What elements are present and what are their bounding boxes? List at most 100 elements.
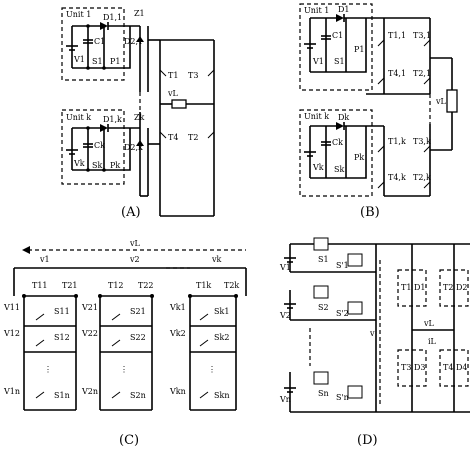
panel-a-switch-t4: T4 <box>168 133 178 142</box>
panel-a-unit1-d: D1,1 <box>103 13 122 22</box>
panel-c-cell2-t2: T22 <box>138 281 154 290</box>
panel-b-load-resistor <box>446 89 458 113</box>
panel-a-unitk-v: Vk <box>73 159 85 168</box>
panel-a-unit1-box <box>61 7 125 81</box>
panel-c-cell2-v1: V21 <box>81 303 98 312</box>
panel-d-v-bus: v <box>369 329 375 338</box>
panel-c-cell-2: v2 T12 T22 V21 S21 V22 S22 V2n S2n ⋮ <box>81 255 154 411</box>
panel-a-unitk-title: Unit k <box>66 113 91 122</box>
panel-a-load-resistor <box>171 99 187 109</box>
panel-c-cellk-t2: T2k <box>224 281 239 290</box>
panel-c-cell1-sn: S1n <box>54 391 70 400</box>
panel-a-unitk-d2: D2,k <box>124 143 143 152</box>
panel-b-unitk-box <box>299 109 373 197</box>
panel-b-unit1-d: D1 <box>338 5 350 14</box>
panel-b-unit1-t41: T4,1 <box>388 69 406 78</box>
panel-d-row-2: V2 S2 S'2 <box>279 285 376 321</box>
panel-c-cell1-t1: T11 <box>32 281 48 290</box>
panel-d-d2-label: D2 <box>456 283 468 292</box>
panel-c-cell1-t2: T21 <box>62 281 78 290</box>
panel-d-s2: S2 <box>318 303 329 312</box>
panel-a-unitk-c: Ck <box>94 141 105 150</box>
panel-d-t1-label: T1 <box>401 283 411 292</box>
panel-c-cell2-ellipsis: ⋮ <box>120 365 128 374</box>
panel-a-unitk-p: Pk <box>110 161 120 170</box>
panel-c-caption: (C) <box>119 433 139 448</box>
panel-c-cell-1: v1 T11 T21 V11 S11 V12 S12 V1n S1n ⋮ <box>3 255 78 411</box>
panel-d-d3-label: D3 <box>414 363 426 372</box>
panel-c-cellk-vn: Vkn <box>169 387 186 396</box>
panel-c-cell1-s1: S11 <box>54 307 70 316</box>
panel-b-unitk-c: Ck <box>332 138 343 147</box>
panel-b-unitk-d: Dk <box>338 113 349 122</box>
panel-b-unit1-title: Unit 1 <box>304 6 329 15</box>
panel-b-unitk-v: Vk <box>312 163 324 172</box>
panel-d-t2-label: T2 <box>443 283 453 292</box>
panel-d-d4-label: D4 <box>456 363 468 372</box>
panel-a-unitk-s: Sk <box>92 161 102 170</box>
panel-d-row-1: V1 S1 S'1 <box>279 237 376 273</box>
panel-b-unitk-s: Sk <box>334 165 344 174</box>
panel-a-switch-t1: T1 <box>168 71 178 80</box>
panel-b-unitk-t1k: T1,k <box>388 137 406 146</box>
panel-c: vL v1 T11 T21 V11 S11 V12 S12 V1n S1n ⋮ <box>3 239 247 448</box>
panel-b-load-label: vL <box>435 97 447 106</box>
panel-c-cell2-sn: S2n <box>130 391 146 400</box>
panel-b-caption: (B) <box>360 205 380 220</box>
panel-a-unit1-z: Z1 <box>134 9 145 18</box>
panel-d-caption: (D) <box>357 433 378 448</box>
panel-a-unit1-s: S1 <box>92 57 103 66</box>
panel-c-cell2-s2: S22 <box>130 333 146 342</box>
panel-a-unit1-v: V1 <box>73 55 85 64</box>
panel-c-cellk-v1: Vk1 <box>169 303 186 312</box>
panel-d-vn: Vn <box>279 395 291 404</box>
panel-d-t3-label: T3 <box>401 363 411 372</box>
panel-d-s1p: S'1 <box>336 261 349 270</box>
panel-c-cell2-v2: V22 <box>81 329 98 338</box>
panel-c-cell2-s1: S21 <box>130 307 146 316</box>
panel-d-v1: V1 <box>279 263 291 272</box>
panel-a-switch-t2: T2 <box>188 133 198 142</box>
panel-b-unitk-t2k: T2,k <box>413 173 431 182</box>
panel-c-cellk-sn: Skn <box>214 391 229 400</box>
panel-d-snp: S'n <box>336 393 349 402</box>
panel-b-unit1-t11: T1,1 <box>388 31 406 40</box>
panel-d-vl-label: vL <box>423 319 435 328</box>
panel-c-cellk-v: vk <box>211 255 222 264</box>
panel-c-cellk-s2: Sk2 <box>214 333 229 342</box>
panel-a-unit1-c: C1 <box>94 37 105 46</box>
panel-a-switch-t3: T3 <box>188 71 198 80</box>
panel-d-il-label: iL <box>428 337 437 346</box>
panel-c-cell1-vn: V1n <box>3 387 20 396</box>
panel-c-cell-k: vk T1k T2k Vk1 Sk1 Vk2 Sk2 Vkn Skn ⋮ <box>169 255 239 411</box>
panel-c-cell1-v: v1 <box>39 255 50 264</box>
panel-a-caption: (A) <box>121 205 141 220</box>
panel-c-cellk-s1: Sk1 <box>214 307 229 316</box>
panel-c-cell2-vn: V2n <box>81 387 98 396</box>
panel-d-t4-label: T4 <box>443 363 453 372</box>
panel-c-cell1-s2: S12 <box>54 333 70 342</box>
panel-c-cell2-v: v2 <box>129 255 140 264</box>
panel-a: Unit 1 D1,1 V1 C1 S1 P1 Z1 D2,1 T1 <box>61 7 215 220</box>
panel-b-unit1-s: S1 <box>334 57 345 66</box>
panel-b: Unit 1 D1 V1 C1 S1 P1 T1,1 T3,1 T4,1 T2,… <box>299 3 458 220</box>
panel-d: V1 S1 S'1 V2 S2 S'2 Vn Sn S'n <box>279 237 470 448</box>
panel-d-row-n: Vn Sn S'n <box>279 371 363 412</box>
panel-d-v2: V2 <box>279 311 291 320</box>
panel-a-unit1-title: Unit 1 <box>66 10 91 19</box>
panel-d-s1: S1 <box>318 255 329 264</box>
panel-c-cell1-v1: V11 <box>3 303 20 312</box>
panel-d-s2p: S'2 <box>336 309 349 318</box>
panel-b-unit1-t31: T3,1 <box>413 31 431 40</box>
panel-c-cell2-t1: T12 <box>108 281 124 290</box>
panel-c-cellk-ellipsis: ⋮ <box>208 365 216 374</box>
panel-a-unitk-d: D1,k <box>103 115 122 124</box>
panel-b-unitk-title: Unit k <box>304 112 329 121</box>
panel-c-vl-label: vL <box>129 239 141 248</box>
panel-c-cell1-v2: V12 <box>3 329 20 338</box>
panel-b-unitk-p: Pk <box>354 153 364 162</box>
panel-c-cellk-v2: Vk2 <box>169 329 186 338</box>
panel-c-cellk-t1: T1k <box>196 281 211 290</box>
panel-d-d1-label: D1 <box>414 283 426 292</box>
